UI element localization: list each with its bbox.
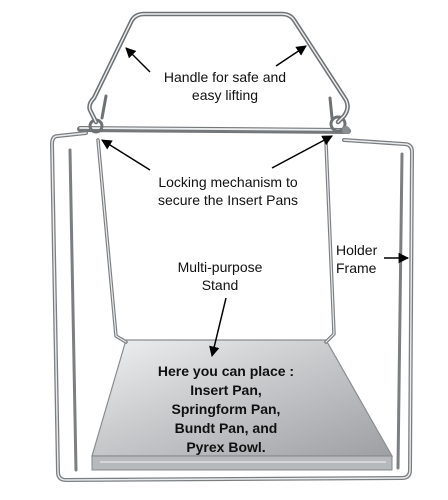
handle-callout-line-2: easy lifting [191,87,259,103]
locking-callout-line-1: Locking mechanism to [158,174,298,190]
handle-callout: Handle for safe and easy lifting [140,68,310,104]
locking-callout: Locking mechanism to secure the Insert P… [118,173,338,209]
frame-callout: Holder Frame [336,241,396,277]
plate-text-line-2: Insert Pan, [190,382,262,398]
arrow-handle-left [125,47,151,73]
arrow-handle-right [275,45,307,67]
stand-callout-line-1: Multi-purpose [177,259,263,275]
locking-callout-line-2: secure the Insert Pans [157,192,299,208]
plate-text-line-4: Bundt Pan, and [174,420,278,436]
base-plate [91,339,394,471]
plate-text-line-3: Springform Pan, [171,401,281,417]
stand-callout: Multi-purpose Stand [165,258,275,294]
stand-callout-line-2: Stand [201,277,239,293]
handle-callout-line-1: Handle for safe and [163,69,287,85]
frame-callout-line-2: Frame [336,260,377,276]
locking-bar [77,115,351,134]
plate-text-line-1: Here you can place : [157,363,295,379]
arrow-lock-left [101,139,151,171]
plate-text-line-5: Pyrex Bowl. [186,439,266,455]
plate-text: Here you can place : Insert Pan, Springf… [126,362,326,457]
holder-frame [50,131,414,482]
lifting-handle [87,11,350,125]
arrow-stand [209,297,227,358]
arrow-lock-right [271,135,333,169]
callout-arrows [101,45,410,358]
frame-callout-line-1: Holder [336,242,378,258]
